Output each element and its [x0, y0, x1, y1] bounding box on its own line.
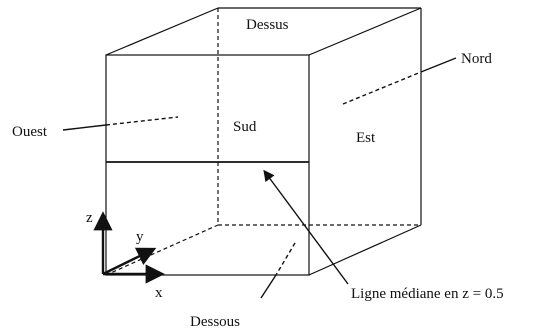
axes-indicator	[93, 211, 165, 284]
top-right-edge	[308, 7, 422, 56]
axis-label-x: x	[155, 285, 163, 301]
label-est: Est	[356, 130, 376, 146]
bottom-right-edge	[308, 224, 422, 276]
median-pointer-arrow	[263, 169, 349, 285]
hidden-edges	[105, 8, 421, 276]
nord-leader-dashed	[342, 71, 422, 105]
front-face	[105, 54, 310, 276]
axis-label-z: z	[86, 210, 93, 226]
label-median-line: Ligne médiane en z = 0.5	[351, 286, 504, 302]
dessous-leader-solid	[260, 274, 277, 299]
dessous-leader-dashed	[275, 242, 296, 276]
label-ouest: Ouest	[12, 124, 48, 140]
label-dessous: Dessous	[190, 314, 240, 330]
axis-label-y: y	[136, 229, 144, 245]
label-sud: Sud	[233, 119, 257, 135]
y-axis-arrow	[102, 247, 157, 276]
cube-edges	[105, 7, 422, 276]
top-left-edge	[105, 7, 219, 56]
ouest-leader-dashed	[105, 116, 179, 126]
hidden-bottom-left-edge	[105, 224, 219, 276]
ouest-leader-solid	[62, 124, 107, 131]
label-nord: Nord	[461, 51, 492, 67]
nord-leader-solid	[420, 57, 457, 73]
label-dessus: Dessus	[246, 17, 289, 33]
